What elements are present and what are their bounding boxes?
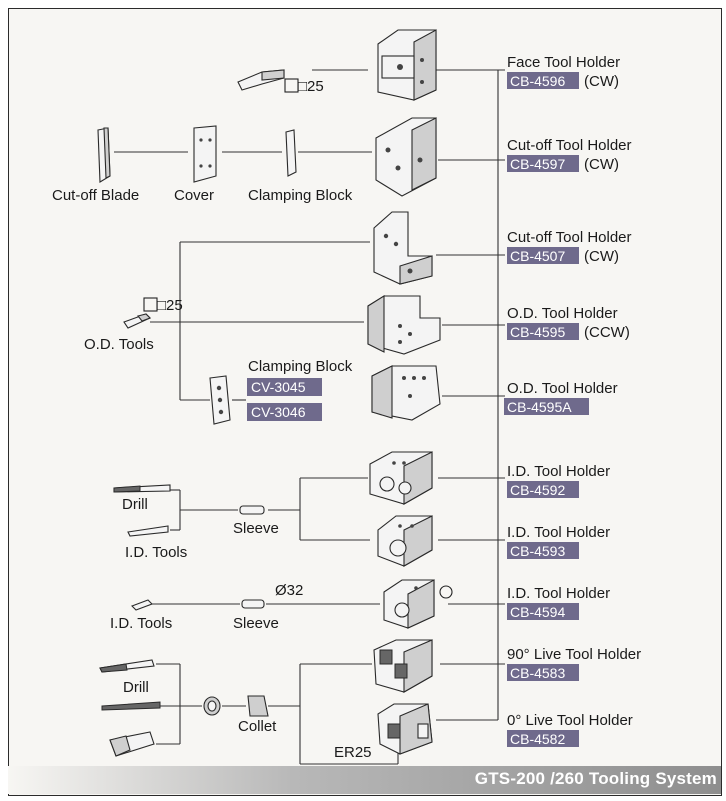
holder-code: CB-4597 [510, 156, 565, 172]
clamping-block-label-2: Clamping Block [248, 358, 353, 375]
holder-rotation: (CW) [584, 156, 619, 173]
drill-label-1: Drill [122, 496, 148, 513]
od-holder-4595a-shape [372, 366, 440, 420]
live-holder-4583-shape [374, 640, 432, 692]
holder-code: CB-4593 [510, 543, 565, 559]
square-symbol-a [285, 79, 298, 92]
drill-label-2: Drill [123, 679, 149, 696]
holder-code: CB-4507 [510, 248, 565, 264]
id-tools-label-1: I.D. Tools [125, 544, 187, 561]
sleeve-label-1: Sleeve [233, 520, 279, 537]
clamp-code-2: CV-3046 [251, 404, 306, 420]
holder-rotation: (CCW) [584, 324, 630, 341]
drill-2-shape [100, 660, 154, 672]
square-symbol-b [144, 298, 157, 311]
cover-shape [194, 126, 216, 182]
cutoff-blade-shape [98, 128, 110, 182]
holder-id-4593: I.D. Tool Holder CB-4593 [507, 524, 610, 559]
square-25-label-a: □25 [298, 78, 324, 95]
holder-id-4592: I.D. Tool Holder CB-4592 [507, 463, 610, 498]
snap-ring-shape [440, 586, 452, 598]
holder-rotation: (CW) [584, 248, 619, 265]
collet-label: Collet [238, 718, 277, 735]
collet-nut-shape [204, 697, 220, 715]
drill-3-shape [102, 702, 160, 710]
collet-shape [248, 696, 268, 716]
sleeve-label-2: Sleeve [233, 615, 279, 632]
er25-label: ER25 [334, 744, 372, 761]
holder-name: I.D. Tool Holder [507, 463, 610, 480]
cutoff-holder-4597-shape [376, 118, 436, 196]
od-holder-4595-shape [368, 296, 440, 354]
footer-bar: GTS-200 /260 Tooling System [8, 766, 721, 794]
holder-name: O.D. Tool Holder [507, 305, 618, 322]
square-25-label-b: □25 [157, 297, 183, 314]
live-holder-4582-shape [378, 704, 432, 754]
holder-od-4595: O.D. Tool Holder CB-4595 (CCW) [507, 305, 630, 341]
od-tool-insert-shape [124, 314, 150, 328]
clamping-block-1-shape [286, 130, 296, 176]
id-holder-4594-shape [384, 580, 434, 628]
holder-face-4596: Face Tool Holder CB-4596 (CW) [507, 54, 620, 90]
holder-name: O.D. Tool Holder [507, 380, 618, 397]
face-tool-insert-shape [238, 70, 284, 90]
id-holder-4592-shape [370, 452, 432, 504]
holder-cutoff-4597: Cut-off Tool Holder CB-4597 (CW) [507, 137, 632, 173]
clamp-code-1: CV-3045 [251, 379, 306, 395]
diameter-32-label: Ø32 [275, 582, 303, 599]
clamping-block-label-1: Clamping Block [248, 187, 353, 204]
holder-name: 0° Live Tool Holder [507, 712, 633, 729]
holder-name: I.D. Tool Holder [507, 524, 610, 541]
sleeve-1-shape [240, 506, 264, 514]
face-tool-holder-shape [378, 30, 436, 100]
holder-name: Cut-off Tool Holder [507, 229, 632, 246]
holder-cutoff-4507: Cut-off Tool Holder CB-4507 (CW) [507, 229, 632, 265]
footer-title: GTS-200 /260 Tooling System [475, 769, 717, 789]
id-holder-4593-shape [378, 516, 432, 566]
holder-name: Face Tool Holder [507, 54, 620, 71]
holder-live-90-4583: 90° Live Tool Holder CB-4583 [507, 646, 641, 681]
holder-od-4595a: O.D. Tool Holder CB-4595A [504, 380, 618, 415]
holder-code: CB-4595 [510, 324, 565, 340]
holder-code: CB-4592 [510, 482, 565, 498]
clamping-block-2-shape [210, 376, 230, 424]
cover-label: Cover [174, 187, 214, 204]
cutoff-holder-4507-shape [374, 212, 432, 284]
holder-rotation: (CW) [584, 73, 619, 90]
cutoff-blade-label: Cut-off Blade [52, 187, 139, 204]
holder-code: CB-4582 [510, 731, 565, 747]
od-tools-label: O.D. Tools [84, 336, 154, 353]
drill-1-shape [114, 485, 170, 492]
holder-name: I.D. Tool Holder [507, 585, 610, 602]
id-tool-1-shape [128, 526, 168, 536]
id-tools-label-2: I.D. Tools [110, 615, 172, 632]
holder-code: CB-4583 [510, 665, 565, 681]
mill-cutter-shape [110, 732, 154, 756]
id-tool-2-shape [132, 600, 152, 610]
holder-name: 90° Live Tool Holder [507, 646, 641, 663]
holder-id-4594: I.D. Tool Holder CB-4594 [507, 585, 610, 620]
holder-name: Cut-off Tool Holder [507, 137, 632, 154]
holder-code: CB-4594 [510, 604, 565, 620]
holder-code: CB-4596 [510, 73, 565, 89]
holder-code: CB-4595A [507, 399, 572, 415]
holder-live-0-4582: 0° Live Tool Holder CB-4582 [507, 712, 633, 747]
sleeve-2-shape [242, 600, 264, 608]
